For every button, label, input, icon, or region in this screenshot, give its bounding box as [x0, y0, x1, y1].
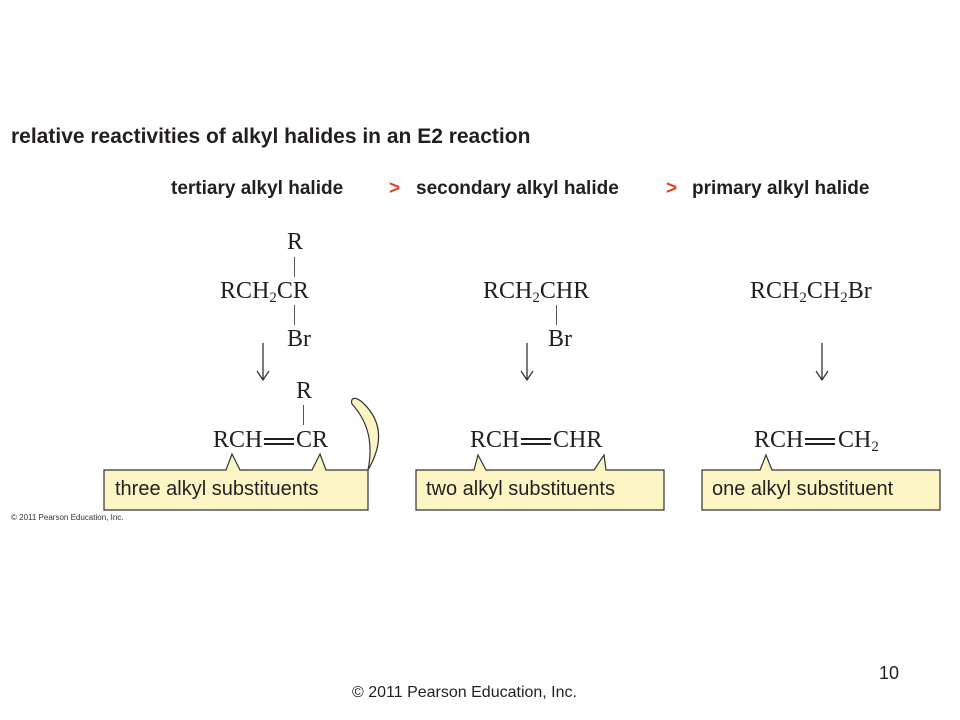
tertiary-product-right: CR: [296, 427, 329, 453]
tertiary-reactant-bottom-bond: [294, 305, 295, 325]
callout-three-label: three alkyl substituents: [115, 478, 319, 500]
tertiary-product-bond: [303, 405, 304, 425]
tertiary-reactant-formula: RCH2CR: [220, 278, 309, 306]
tertiary-reactant-br: Br: [287, 326, 311, 352]
tertiary-reactant-top-bond: [294, 257, 295, 277]
secondary-reactant-bond: [556, 305, 557, 325]
primary-product-left: RCH: [754, 427, 804, 453]
tertiary-product-left: RCH: [213, 427, 263, 453]
secondary-product-left: RCH: [470, 427, 520, 453]
down-arrow-icon: [256, 343, 270, 382]
order-primary: primary alkyl halide: [692, 178, 870, 199]
secondary-reactant-formula: RCH2CHR: [483, 278, 590, 306]
callout-two-shape: [415, 453, 665, 511]
down-arrow-icon: [815, 343, 829, 382]
order-secondary: secondary alkyl halide: [416, 178, 619, 199]
greater-than-2: >: [666, 178, 678, 199]
order-tertiary: tertiary alkyl halide: [171, 178, 344, 199]
double-bond: [805, 438, 835, 445]
callout-two-label: two alkyl substituents: [426, 478, 615, 500]
figure-copyright: © 2011 Pearson Education, Inc.: [11, 513, 124, 522]
primary-product-right: CH2: [838, 427, 879, 455]
down-arrow-icon: [520, 343, 534, 382]
double-bond: [264, 438, 294, 445]
secondary-reactant-br: Br: [548, 326, 572, 352]
page-number: 10: [879, 663, 900, 683]
callout-three-shape: [103, 397, 380, 511]
callout-one-shape: [701, 453, 941, 511]
greater-than-1: >: [389, 178, 401, 199]
callout-one-label: one alkyl substituent: [712, 478, 894, 500]
primary-reactant-formula: RCH2CH2Br: [750, 278, 872, 306]
tertiary-reactant-top-r: R: [287, 229, 304, 255]
secondary-product-right: CHR: [553, 427, 603, 453]
tertiary-product-top-r: R: [296, 378, 313, 404]
double-bond: [521, 438, 551, 445]
slide-title: relative reactivities of alkyl halides i…: [11, 125, 531, 148]
slide-footer-copyright: © 2011 Pearson Education, Inc.: [352, 684, 577, 701]
